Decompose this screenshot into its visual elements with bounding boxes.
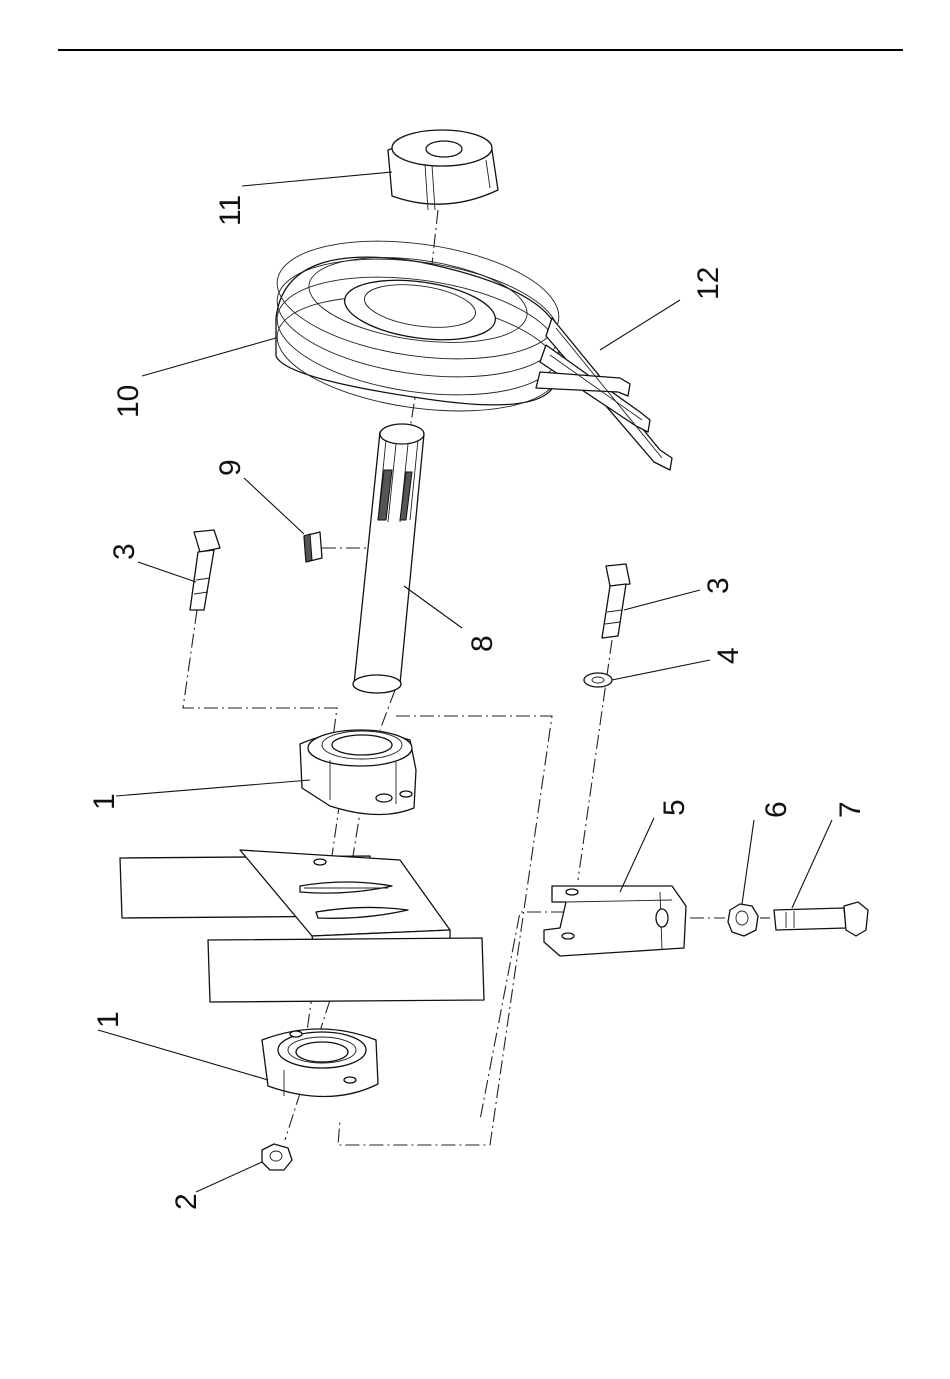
- callout-8: 8: [466, 635, 499, 652]
- part-4-washer: [584, 673, 612, 687]
- part-2-lock-nut: [262, 1144, 292, 1170]
- part-8-splined-shaft: [353, 424, 424, 693]
- part-6-nut: [728, 904, 758, 936]
- callout-10: 10: [112, 385, 145, 418]
- callout-3-right: 3: [702, 577, 735, 594]
- part-7-bolt: [774, 902, 868, 936]
- part-1-bearing-upper: [300, 730, 416, 815]
- callout-7: 7: [834, 801, 867, 818]
- callout-3-upper: 3: [108, 543, 141, 560]
- callout-11: 11: [214, 195, 247, 226]
- callout-9: 9: [214, 459, 247, 476]
- part-9-key: [304, 532, 322, 562]
- part-11-taper-bush: [388, 130, 498, 210]
- part-3-bolt-right: [602, 564, 630, 638]
- callout-6: 6: [760, 801, 793, 818]
- callout-4: 4: [712, 647, 745, 664]
- part-3-bolt-upper-left: [190, 530, 220, 610]
- callout-12: 12: [692, 267, 725, 300]
- callout-5: 5: [658, 799, 691, 816]
- part-1-bearing-lower: [262, 1029, 378, 1097]
- part-12-v-belts: [536, 318, 672, 470]
- callout-1-upper: 1: [88, 793, 121, 810]
- part-5-clevis: [544, 886, 686, 956]
- callout-1-lower: 1: [92, 1011, 125, 1028]
- part-10-pulley: [270, 225, 567, 427]
- mounting-plate-assembly: [120, 850, 484, 1002]
- callout-2: 2: [170, 1193, 203, 1210]
